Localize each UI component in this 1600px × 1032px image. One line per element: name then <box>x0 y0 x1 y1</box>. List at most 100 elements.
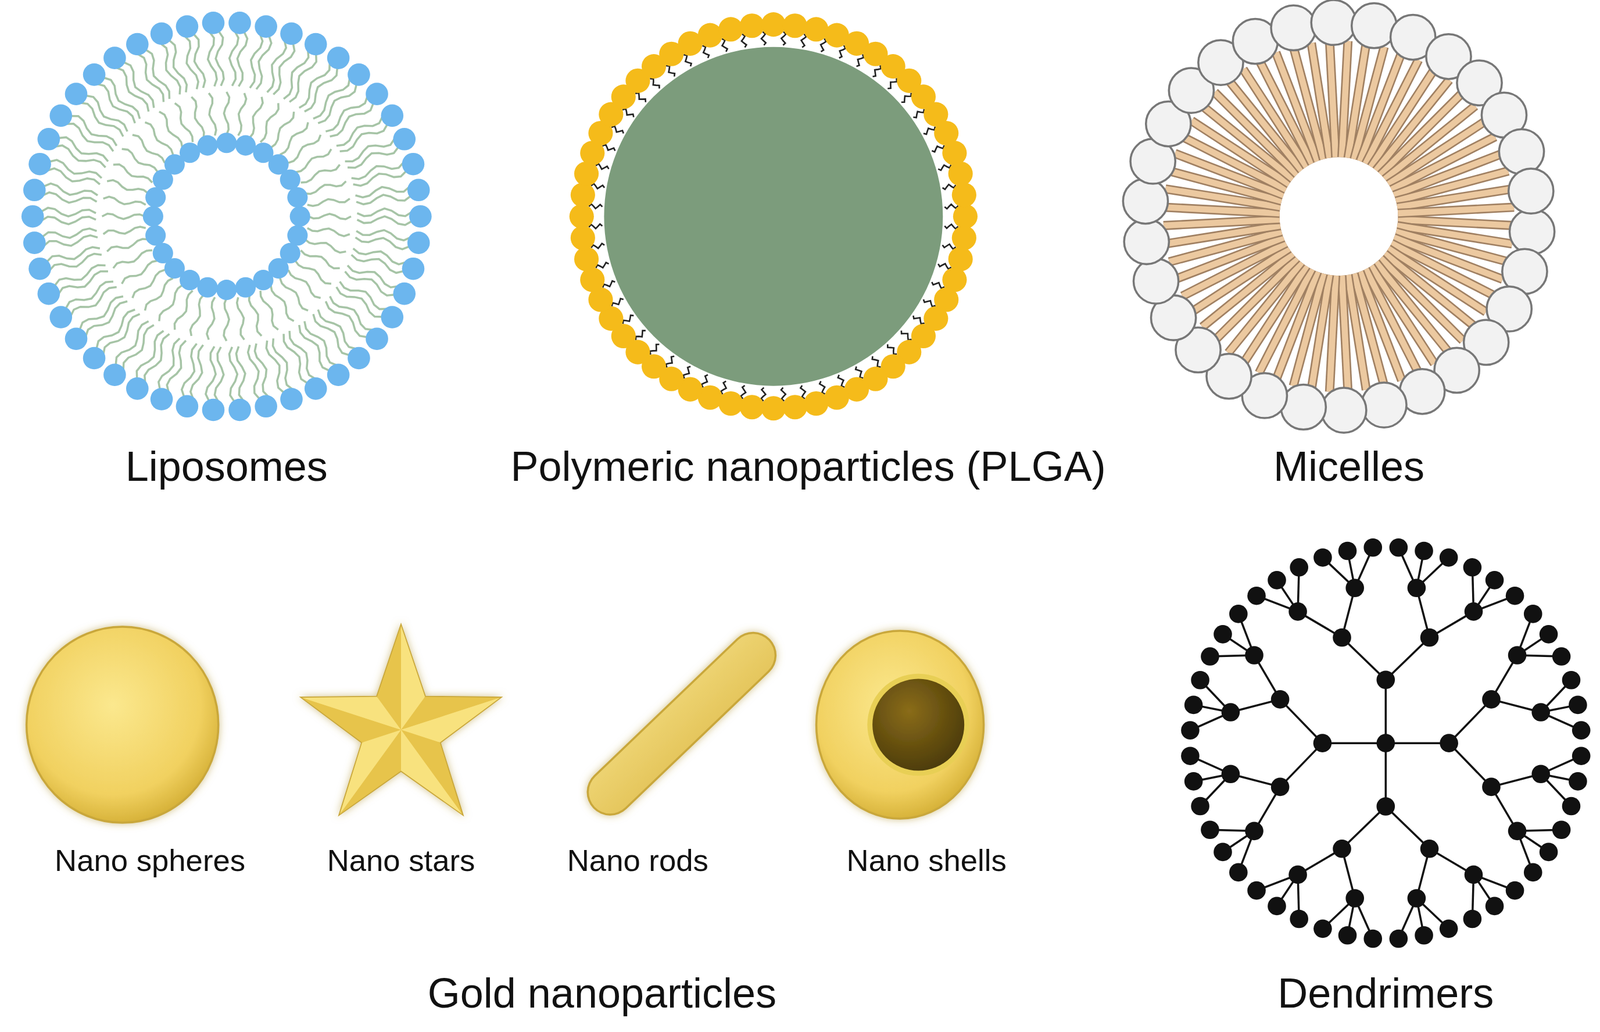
peg-bead <box>761 12 786 37</box>
surfactant-tail-edge <box>1329 41 1336 158</box>
lipid-tail <box>260 290 279 330</box>
lipid-tail <box>283 333 309 384</box>
lipid-tail <box>301 164 340 183</box>
shape-label: Nano spheres <box>54 842 246 879</box>
lipid-tail <box>40 207 96 217</box>
dendrimer-node <box>1407 578 1427 597</box>
lipid-head <box>304 377 328 400</box>
lipid-tail <box>280 122 309 155</box>
polymer-chain <box>931 145 944 152</box>
surfactant-head <box>1498 129 1544 174</box>
polymer-chain <box>856 54 864 67</box>
star-facet <box>401 729 463 814</box>
lipid-tail <box>123 62 155 109</box>
polymer-chain <box>650 344 660 355</box>
lipid-head <box>287 224 308 246</box>
peg-bead <box>953 203 978 229</box>
polymer-chain <box>588 223 603 229</box>
dendrimer-node <box>1332 839 1352 858</box>
dendrimer-node <box>1463 909 1483 929</box>
lipid-head <box>280 22 303 46</box>
dendrimer-node <box>1531 702 1551 722</box>
lipid-tail <box>190 294 204 336</box>
surfactant-tail-edge <box>1397 206 1514 213</box>
lipid-head <box>23 178 46 202</box>
lipid-head <box>228 11 252 35</box>
peg-bead <box>739 394 765 420</box>
dendrimer-node <box>1572 720 1591 740</box>
peg-bead <box>761 395 786 421</box>
caption: Micelles <box>1273 442 1425 492</box>
lipid-head <box>216 279 237 300</box>
peg-bead <box>574 247 599 272</box>
dendrimer-node <box>1568 771 1588 791</box>
peg-bead <box>570 225 596 250</box>
polymer-chain <box>683 366 691 379</box>
polymer-chain <box>944 224 958 229</box>
lipid-head <box>280 169 301 190</box>
lipid-tail <box>270 284 295 321</box>
lipid-tail <box>215 30 224 87</box>
lipid-head <box>252 269 274 291</box>
peg-bead <box>782 13 808 38</box>
polymer-chain <box>635 92 646 103</box>
lipid-tail <box>317 83 357 124</box>
lipid-tail <box>307 198 350 207</box>
lipid-tail <box>159 43 181 95</box>
lipid-tail <box>115 67 149 112</box>
dendrimer-node <box>1531 764 1551 783</box>
lipid-tail <box>58 271 109 295</box>
lipid-tail <box>301 249 340 268</box>
lipid-head <box>179 142 200 163</box>
plga-drawing <box>569 12 978 421</box>
dendrimer-node <box>1200 820 1220 839</box>
lipid-head <box>327 363 350 386</box>
dendrimer-node <box>1213 842 1233 862</box>
dendrimer-node <box>1562 796 1581 816</box>
lipid-head <box>176 15 199 38</box>
lipid-head <box>254 394 278 418</box>
lipid-tail <box>295 148 332 173</box>
nanosphere <box>26 626 219 823</box>
dendrimer-node <box>1508 821 1527 841</box>
peg-bead <box>951 225 977 250</box>
lipid-tail <box>103 313 141 356</box>
dendrimer-drawing <box>1180 538 1591 948</box>
dendrimer-node <box>1485 896 1505 916</box>
peg-bead <box>718 16 743 42</box>
lipid-head <box>37 127 60 151</box>
lipid-head <box>150 22 174 46</box>
peg-bead <box>803 391 829 416</box>
lipid-head <box>290 206 311 227</box>
polymer-chain <box>923 126 936 135</box>
polymer-chain <box>887 77 897 89</box>
lipid-tail <box>283 49 309 99</box>
lipid-head <box>402 257 425 281</box>
lipid-tail <box>256 35 272 89</box>
lipid-tail <box>205 346 216 402</box>
lipid-head <box>28 152 52 176</box>
polymer-chain <box>839 45 846 59</box>
surfactant-head <box>1361 382 1407 428</box>
lipid-head <box>327 46 350 70</box>
lipid-tail <box>299 324 331 371</box>
lipid-tail <box>122 260 159 284</box>
dendrimer-node <box>1389 538 1409 557</box>
dendrimer-node <box>1363 538 1383 557</box>
star-facet <box>401 729 463 814</box>
lipid-tail <box>132 269 166 298</box>
peg-bead <box>739 13 765 38</box>
lipid-head <box>65 327 88 350</box>
dendrimer-node <box>1313 919 1333 939</box>
lipid-head <box>228 398 252 422</box>
dendrimer-node <box>1221 764 1241 783</box>
surfactant-head <box>1321 387 1367 433</box>
lipid-tail <box>54 145 106 168</box>
polymer-chain <box>623 315 635 324</box>
lipid-head <box>197 135 218 156</box>
polymer-chain <box>649 78 660 89</box>
lipid-tail <box>145 49 170 99</box>
dendrimer-node <box>1345 578 1365 597</box>
lipid-head <box>287 187 308 208</box>
